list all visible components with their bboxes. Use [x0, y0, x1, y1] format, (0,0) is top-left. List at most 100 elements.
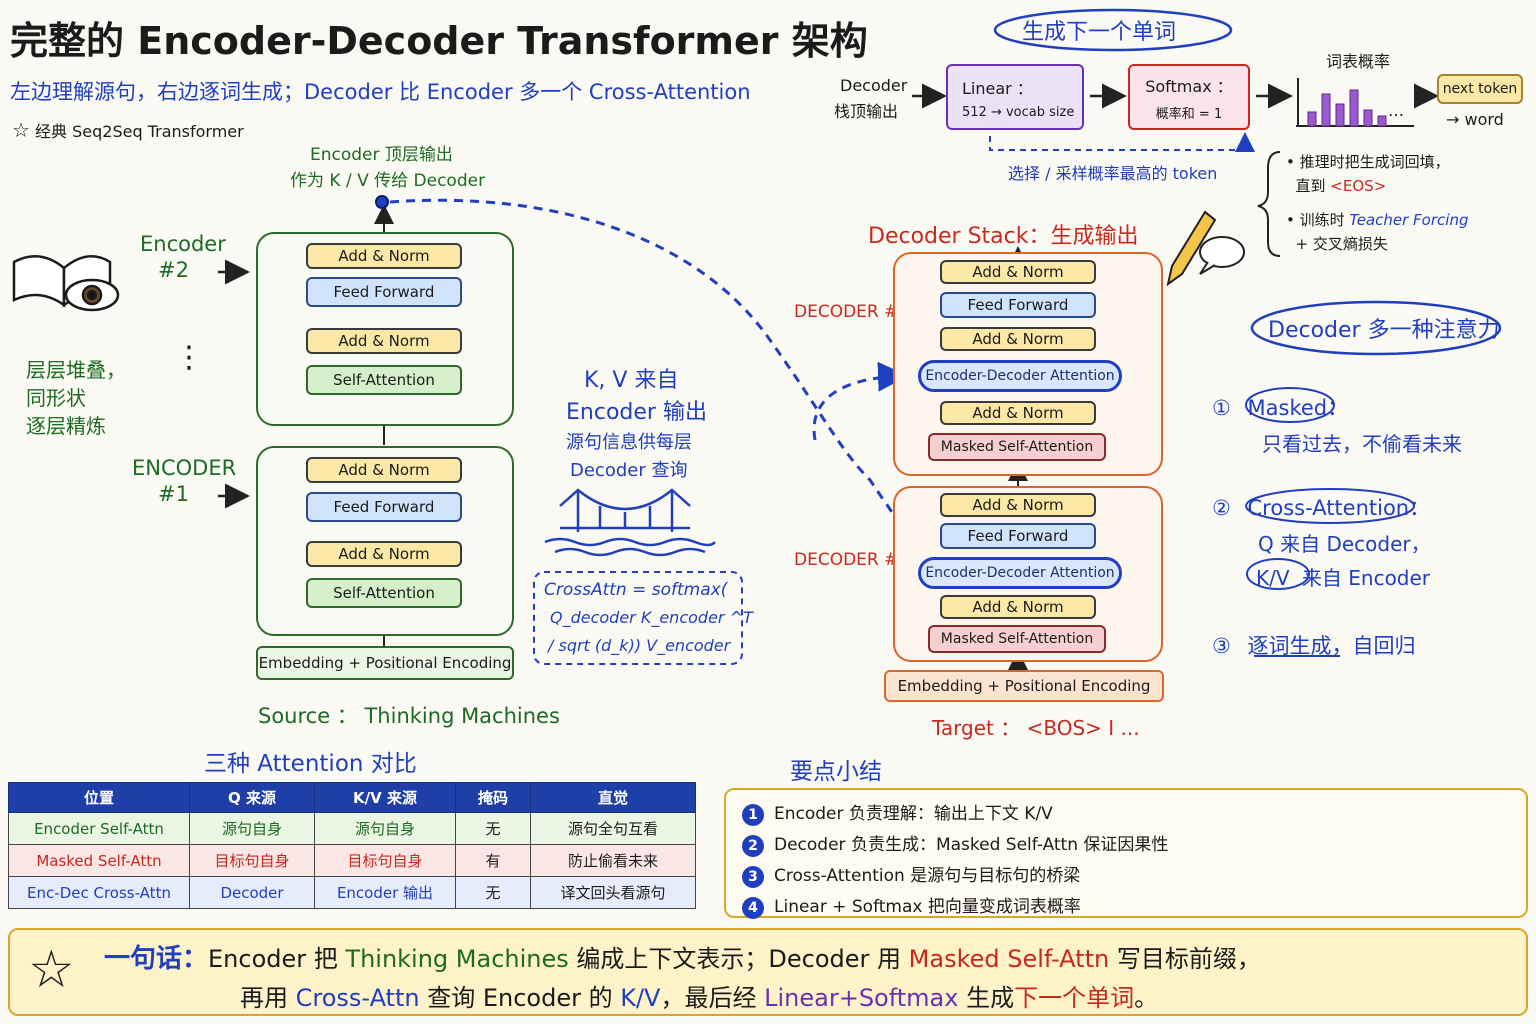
kv-note-2: Encoder 输出 — [566, 400, 707, 425]
table-cell: 源句自身 — [189, 812, 315, 845]
sidebar-item-1-num: ① — [1212, 396, 1231, 420]
training-note-cont: + 交叉熵损失 — [1295, 235, 1388, 253]
table-header-row: 位置 Q 来源 K/V 来源 掩码 直觉 — [8, 782, 696, 813]
oneline-p7: Cross-Attn — [295, 984, 420, 1012]
decoder-2-add-norm-mid: Add & Norm — [940, 327, 1096, 351]
summary-item-2: 2 Decoder 负责生成：Masked Self-Attn 保证因果性 — [742, 830, 1168, 857]
oneline-p1: Encoder 把 — [208, 945, 346, 973]
table-row: Masked Self-Attn 目标句自身 目标句自身 有 防止偷看未来 — [8, 844, 696, 877]
oneline-p6: 再用 — [240, 984, 296, 1012]
vocab-prob-label: 词表概率 — [1326, 52, 1391, 71]
kv-note-1: K, V 来自 — [584, 368, 679, 393]
oneline-p14: 。 — [1134, 984, 1159, 1012]
source-sentence: Source ： Thinking Machines — [258, 704, 560, 728]
cross-formula-2: Q_decoder K_encoder ^T — [550, 608, 753, 627]
encoder-2-add-norm-top: Add & Norm — [306, 243, 462, 269]
summary-num-2: 2 — [742, 835, 764, 857]
sidebar-item-3-head: 逐词生成 — [1247, 634, 1332, 658]
attention-comparison-table: 位置 Q 来源 K/V 来源 掩码 直觉 Encoder Self-Attn 源… — [8, 782, 696, 909]
summary-num-3: 3 — [742, 866, 764, 888]
vocab-probability-bars — [1307, 89, 1387, 127]
table-cell: 源句自身 — [314, 812, 456, 845]
vocab-prob-bar — [1363, 109, 1373, 127]
encoder-2-label-line1: Encoder — [140, 232, 226, 256]
oneline-p2: Thinking Machines — [345, 945, 569, 973]
sidebar-title: Decoder 多一种注意力 — [1268, 318, 1500, 343]
encoder-embedding: Embedding + Positional Encoding — [256, 646, 514, 680]
table-header: 直觉 — [530, 782, 696, 813]
oneline-line2: 再用 Cross-Attn 查询 Encoder 的 K/V，最后经 Linea… — [240, 978, 1158, 1013]
teacher-forcing: Teacher Forcing — [1349, 211, 1469, 229]
summary-text-1: Encoder 负责理解：输出上下文 K/V — [774, 804, 1053, 824]
inference-note-cont: 直到 — [1295, 177, 1331, 195]
linear-subtitle: 512 → vocab size — [962, 104, 1075, 120]
vocab-prob-bar — [1349, 89, 1359, 127]
table-cell: Encoder 输出 — [314, 876, 456, 909]
inference-note: • 推理时把生成词回填， 直到 <EOS> — [1286, 153, 1450, 195]
training-note-text: 训练时 — [1299, 211, 1350, 229]
stack-note-2: 同形状 — [26, 386, 86, 410]
vocab-prob-bar — [1335, 103, 1345, 127]
table-title: 三种 Attention 对比 — [204, 751, 417, 777]
table-cell: 译文回头看源句 — [530, 876, 696, 909]
encoder-top-output-line1: Encoder 顶层输出 — [310, 145, 453, 165]
sidebar-item-3-desc: ，自回归 — [1331, 634, 1416, 658]
softmax-subtitle: 概率和 = 1 — [1155, 106, 1223, 122]
oneline-p5: 写目标前缀， — [1109, 945, 1261, 973]
sidebar-item-2-kv: K/V — [1256, 566, 1290, 590]
sidebar-item-1-head: Masked — [1247, 396, 1328, 420]
decoder-1-cross-attention: Encoder-Decoder Attention — [918, 557, 1122, 589]
vocab-prob-bar — [1377, 115, 1387, 127]
encoder-1-label-line1: ENCODER — [132, 456, 237, 480]
linear-title: Linear ： — [962, 78, 1033, 98]
sidebar-item-1-colon: ： — [1327, 396, 1349, 420]
softmax-title: Softmax ： — [1145, 76, 1233, 96]
summary-num-1: 1 — [742, 804, 764, 826]
tag-line: ☆ 经典 Seq2Seq Transformer — [12, 118, 244, 142]
encoder-1-self-attention: Self-Attention — [306, 578, 462, 608]
table-cell: 有 — [455, 844, 531, 877]
summary-num-4: 4 — [742, 897, 764, 919]
table-header: K/V 来源 — [314, 782, 456, 813]
table-cell: 无 — [455, 812, 531, 845]
encoder-1-feed-forward: Feed Forward — [306, 492, 462, 522]
summary-title: 要点小结 — [790, 759, 882, 785]
table-cell: 防止偷看未来 — [530, 844, 696, 877]
table-header: Q 来源 — [189, 782, 315, 813]
sidebar-item-2-num: ② — [1212, 496, 1231, 520]
oneline-p4: Masked Self-Attn — [908, 945, 1110, 973]
next-token-box: next token — [1437, 74, 1523, 104]
encoder-2-add-norm-bottom: Add & Norm — [306, 328, 462, 354]
encoder-1-add-norm-top: Add & Norm — [306, 457, 462, 483]
summary-box — [724, 788, 1528, 918]
sidebar-item-3-num: ③ — [1212, 634, 1231, 658]
sidebar-item-2-desc1: Q 来自 Decoder， — [1258, 532, 1431, 556]
decoder-embedding: Embedding + Positional Encoding — [884, 670, 1164, 702]
decoder-2-add-norm-bottom: Add & Norm — [940, 401, 1096, 425]
tag-text: 经典 Seq2Seq Transformer — [35, 122, 244, 141]
decoder-1-label: DECODER #1 — [794, 550, 910, 570]
decoder-1-add-norm-top: Add & Norm — [940, 493, 1096, 517]
svg-text:…: … — [1388, 101, 1404, 120]
sidebar-item-2-colon: ： — [1409, 496, 1431, 520]
sidebar-item-1: ① Masked： — [1212, 392, 1348, 422]
table-cell: Masked Self-Attn — [8, 844, 190, 877]
summary-text-2: Decoder 负责生成：Masked Self-Attn 保证因果性 — [774, 835, 1169, 855]
encoder-2-label-line2: #2 — [158, 258, 189, 282]
sidebar-item-2-head: Cross-Attention — [1247, 496, 1410, 520]
oneline-box — [8, 928, 1528, 1016]
summary-item-3: 3 Cross-Attention 是源句与目标句的桥梁 — [742, 861, 1080, 888]
decoder-output-line1: Decoder — [840, 76, 908, 95]
table-row: Encoder Self-Attn 源句自身 源句自身 无 源句全句互看 — [8, 812, 696, 845]
oneline-p8: 查询 Encoder 的 — [419, 984, 621, 1012]
softmax-layer: Softmax ： 概率和 = 1 — [1128, 64, 1250, 130]
oneline-p13: 下一个单词 — [1014, 984, 1135, 1012]
sidebar-item-2: ② Cross-Attention： — [1212, 492, 1430, 522]
encoder-2-self-attention: Self-Attention — [306, 365, 462, 395]
table-row: Enc-Dec Cross-Attn Decoder Encoder 输出 无 … — [8, 876, 696, 909]
table-cell: 无 — [455, 876, 531, 909]
decoder-1-add-norm-bottom: Add & Norm — [940, 595, 1096, 619]
summary-text-3: Cross-Attention 是源句与目标句的桥梁 — [774, 866, 1081, 886]
kv-note-3: 源句信息供每层 — [566, 432, 692, 453]
